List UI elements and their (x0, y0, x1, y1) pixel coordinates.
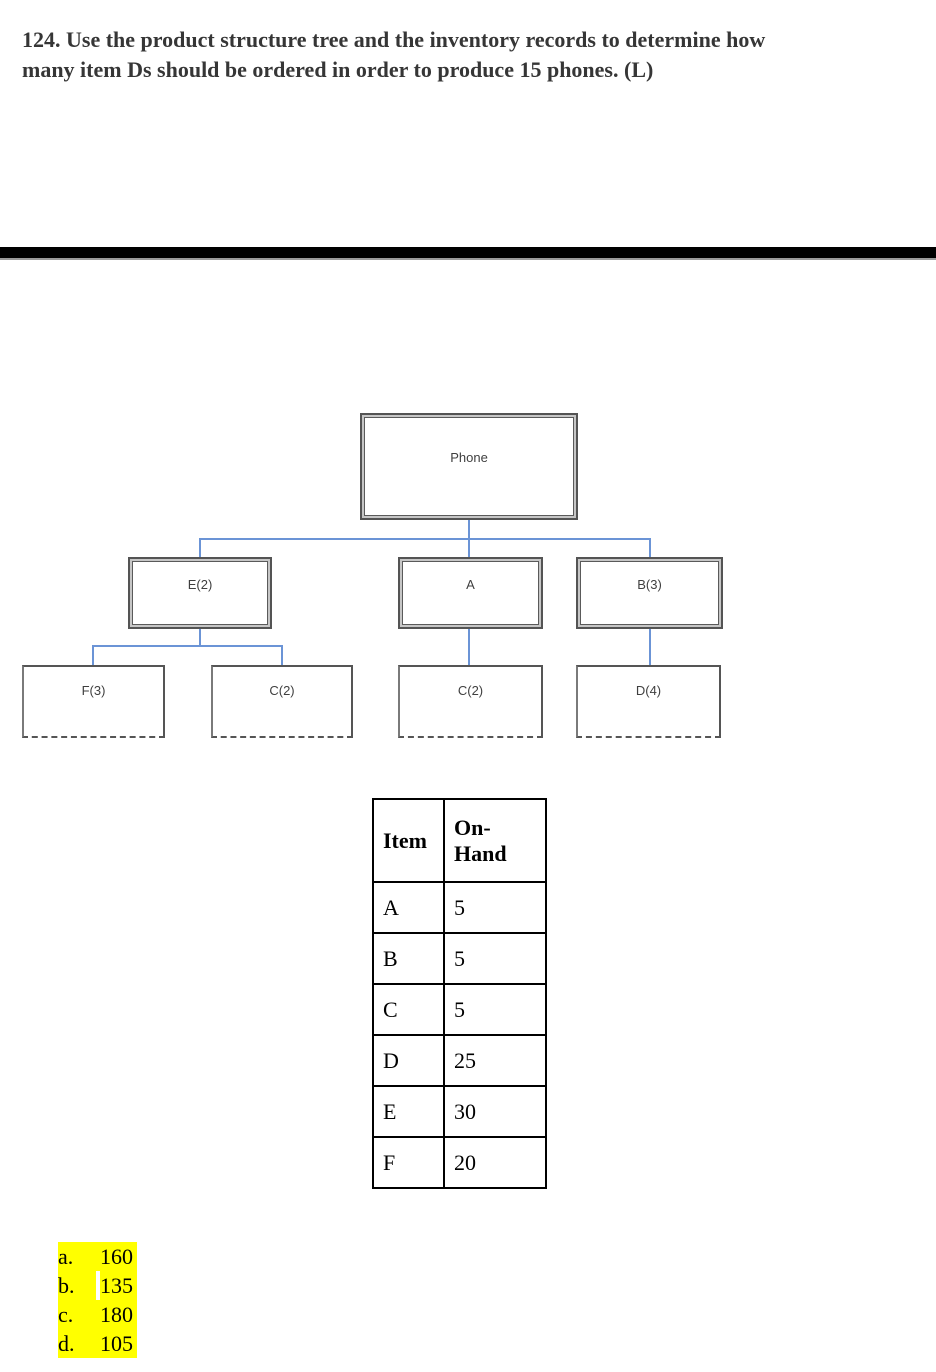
option-letter: c. (58, 1302, 74, 1327)
highlight: b.135 (58, 1271, 137, 1300)
option-value: 160 (100, 1244, 133, 1269)
highlight: a. 160 (58, 1242, 137, 1271)
option-value: 135 (100, 1271, 137, 1300)
inventory-table-header-row: Item On-Hand (372, 798, 547, 883)
connector-drop-a (468, 540, 470, 557)
table-row: A 5 (372, 881, 547, 934)
table-row: C 5 (372, 983, 547, 1036)
connector-drop-b (649, 540, 651, 557)
connector-e-down (199, 629, 201, 647)
answer-options: a. 160 b.135 c. 180 d. 105 (58, 1242, 137, 1358)
table-row: D 25 (372, 1034, 547, 1087)
highlight: c. 180 (58, 1300, 137, 1329)
connector-drop-c1 (281, 647, 283, 665)
item-cell: D (372, 1034, 445, 1087)
tree-node-d-label: D(4) (635, 683, 662, 698)
tree-node-e-label: E(2) (187, 577, 213, 592)
tree-node-b-label: B(3) (637, 577, 662, 592)
on-hand-cell: 5 (443, 932, 547, 985)
tree-node-a: A (398, 557, 543, 629)
answer-option-c: c. 180 (58, 1300, 137, 1329)
tree-node-c-under-a: C(2) (398, 665, 543, 738)
tree-node-a-label: A (466, 577, 475, 592)
table-row: E 30 (372, 1085, 547, 1138)
connector-level2-horizontal (92, 645, 283, 647)
on-hand-cell: 25 (443, 1034, 547, 1087)
table-row: B 5 (372, 932, 547, 985)
tree-node-c1-label: C(2) (269, 683, 295, 698)
item-cell: F (372, 1136, 445, 1189)
option-value: 180 (100, 1302, 133, 1327)
option-value: 105 (100, 1331, 133, 1356)
question-text: 124. Use the product structure tree and … (22, 25, 902, 85)
on-hand-cell: 20 (443, 1136, 547, 1189)
inventory-table: Item On-Hand A 5 B 5 C 5 D 25 E 30 F 20 (372, 798, 547, 1189)
item-cell: C (372, 983, 445, 1036)
answer-option-d: d. 105 (58, 1329, 137, 1358)
question-line-1: 124. Use the product structure tree and … (22, 27, 766, 52)
answer-option-a: a. 160 (58, 1242, 137, 1271)
on-hand-cell: 5 (443, 983, 547, 1036)
tree-node-c-under-e: C(2) (211, 665, 353, 738)
highlight: d. 105 (58, 1329, 137, 1358)
option-letter: d. (58, 1331, 75, 1356)
option-letter: a. (58, 1244, 74, 1269)
item-cell: B (372, 932, 445, 985)
item-cell: A (372, 881, 445, 934)
connector-drop-e (199, 540, 201, 557)
connector-phone-down (468, 520, 470, 540)
connector-level1-horizontal (199, 538, 651, 540)
tree-node-phone-label: Phone (450, 450, 488, 465)
item-cell: E (372, 1085, 445, 1138)
tree-node-phone: Phone (360, 413, 578, 520)
on-hand-cell: 30 (443, 1085, 547, 1138)
option-letter: b. (58, 1271, 96, 1300)
section-divider (0, 247, 936, 260)
connector-drop-f (92, 647, 94, 665)
on-hand-cell: 5 (443, 881, 547, 934)
tree-node-f: F(3) (22, 665, 165, 738)
inventory-column-item: Item (372, 798, 445, 883)
tree-node-f-label: F(3) (81, 683, 106, 698)
tree-node-d: D(4) (576, 665, 721, 738)
on-hand-label: On-Hand (454, 814, 507, 866)
connector-b-to-d (649, 629, 651, 665)
question-line-2: many item Ds should be ordered in order … (22, 57, 654, 82)
connector-a-to-c2 (468, 629, 470, 665)
answer-option-b: b.135 (58, 1271, 137, 1300)
tree-node-c2-label: C(2) (457, 683, 484, 698)
table-row: F 20 (372, 1136, 547, 1189)
inventory-column-on-hand: On-Hand (443, 798, 547, 883)
tree-node-b: B(3) (576, 557, 723, 629)
tree-node-e: E(2) (128, 557, 272, 629)
